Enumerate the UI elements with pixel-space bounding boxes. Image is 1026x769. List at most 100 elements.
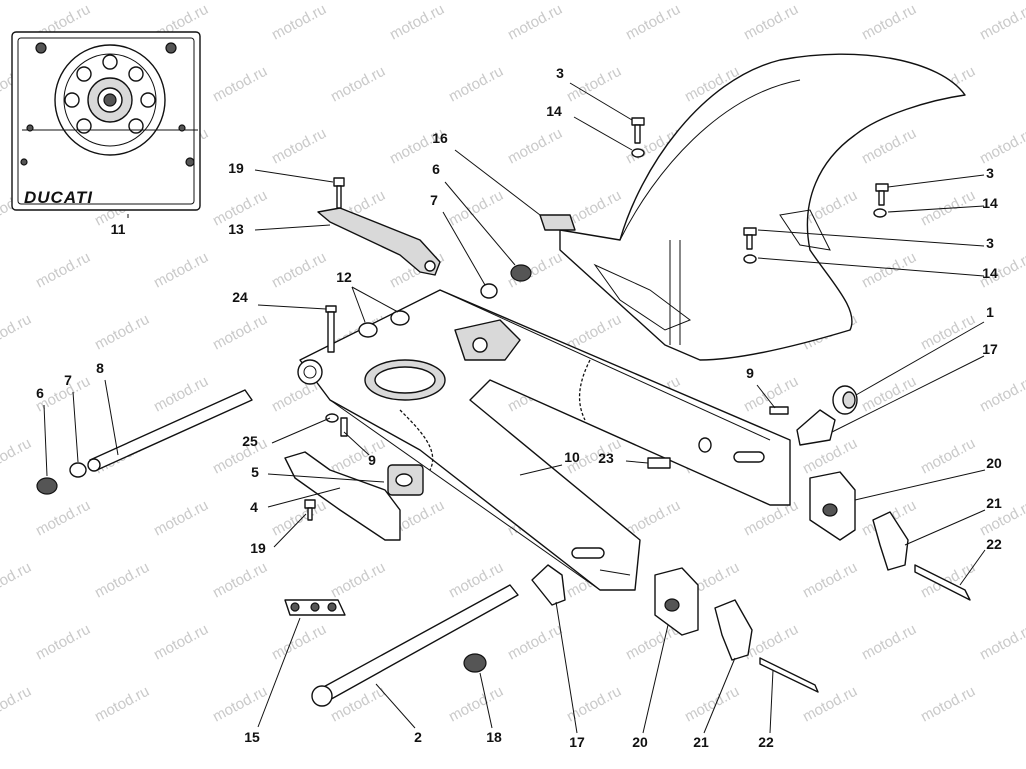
watermark-text: motod.ru <box>800 683 860 726</box>
leader-line-c25 <box>271 417 331 444</box>
hardware-parts <box>36 117 971 707</box>
leader-line-c21a <box>904 509 986 546</box>
watermark-text: motod.ru <box>564 63 624 106</box>
leader-line-c18 <box>479 672 493 729</box>
leader-line-c21b <box>703 657 736 734</box>
leader-line-c4 <box>267 487 341 508</box>
watermark-text: motod.ru <box>0 311 34 354</box>
callout-label-c7b: 7 <box>64 372 72 388</box>
watermark-text: motod.ru <box>564 683 624 726</box>
callout-label-c3a: 3 <box>556 65 564 81</box>
callout-label-c15: 15 <box>244 729 260 745</box>
callout-label-c11: 11 <box>111 221 126 237</box>
callout-label-c14b: 14 <box>982 195 998 211</box>
watermark-text: motod.ru <box>92 311 152 354</box>
callout-label-c5: 5 <box>251 464 259 480</box>
callout-label-c16: 16 <box>432 130 448 146</box>
watermark-text: motod.ru <box>151 249 211 292</box>
callout-label-c17a: 17 <box>982 341 998 357</box>
callout-label-c24: 24 <box>232 289 248 305</box>
watermark-text: motod.ru <box>918 559 978 602</box>
watermark-text: motod.ru <box>918 311 978 354</box>
watermark-text: motod.ru <box>505 125 565 168</box>
leader-line-c19a <box>254 169 334 183</box>
leader-line-c22b <box>769 669 774 734</box>
watermark-text: motod.ru <box>446 683 506 726</box>
leader-line-c7b <box>72 391 79 463</box>
watermark-text: motod.ru <box>859 1 919 44</box>
watermark-text: motod.ru <box>0 435 34 478</box>
leader-line-c3a <box>569 82 633 121</box>
leader-lines <box>43 82 986 734</box>
leader-line-c22a <box>959 549 986 586</box>
swingarm-part <box>297 289 791 591</box>
callout-label-c22b: 22 <box>758 734 774 750</box>
callout-label-c14c: 14 <box>982 265 998 281</box>
callout-label-c7a: 7 <box>430 192 438 208</box>
leader-line-c8 <box>104 379 119 456</box>
watermark-text: motod.ru <box>33 621 93 664</box>
watermark-text: motod.ru <box>33 249 93 292</box>
leader-line-c12 <box>351 286 366 323</box>
leader-line-c14b <box>887 205 985 213</box>
callout-label-c20a: 20 <box>986 455 1002 471</box>
leader-line-c20a <box>854 469 986 501</box>
leader-line-c10 <box>519 464 563 476</box>
watermark-text: motod.ru <box>505 1 565 44</box>
leader-line-c19b <box>273 513 307 548</box>
leader-line-c2 <box>375 683 416 729</box>
callout-label-c2: 2 <box>414 729 422 745</box>
sprocket-icon <box>54 44 166 156</box>
leader-line-c16 <box>454 149 541 216</box>
watermark-text: motod.ru <box>92 559 152 602</box>
callout-label-c3c: 3 <box>986 235 994 251</box>
watermark-text: motod.ru <box>446 63 506 106</box>
leader-line-c12 <box>351 286 399 313</box>
watermark-text: motod.ru <box>269 497 329 540</box>
leader-line-c5 <box>267 473 385 483</box>
leader-line-c14c <box>757 257 985 277</box>
leader-line-c7a <box>442 211 486 286</box>
watermark-text: motod.ru <box>151 497 211 540</box>
watermark-text: motod.ru <box>210 311 270 354</box>
leader-line-c23 <box>625 460 649 464</box>
watermark-text: motod.ru <box>741 1 801 44</box>
watermark-text: motod.ru <box>977 621 1026 664</box>
leader-line-c20b <box>642 624 669 734</box>
watermark-text: motod.ru <box>210 63 270 106</box>
sprocket-cover-inset: DUCATI <box>11 31 201 211</box>
callout-label-c23: 23 <box>598 450 614 466</box>
watermark-text: motod.ru <box>977 125 1026 168</box>
watermark-text: motod.ru <box>682 683 742 726</box>
callout-label-c14a: 14 <box>546 103 562 119</box>
watermark-text: motod.ru <box>328 435 388 478</box>
watermark-text: motod.ru <box>0 683 34 726</box>
callout-label-c1: 1 <box>986 304 994 320</box>
watermark-text: motod.ru <box>210 559 270 602</box>
leader-line-c9a <box>756 384 776 409</box>
leader-line-c1 <box>855 321 985 396</box>
watermark-text: motod.ru <box>859 373 919 416</box>
watermark-text: motod.ru <box>977 1 1026 44</box>
callout-label-c12: 12 <box>336 269 352 285</box>
leader-line-c24 <box>257 304 327 310</box>
leader-line-c3c <box>757 229 985 247</box>
leader-line-c13 <box>254 224 331 231</box>
callout-label-c21a: 21 <box>986 495 1002 511</box>
leader-line-c3b <box>887 174 985 188</box>
callout-label-c18: 18 <box>486 729 502 745</box>
watermark-text: motod.ru <box>977 373 1026 416</box>
callout-label-c6b: 6 <box>36 385 44 401</box>
watermark-text: motod.ru <box>151 621 211 664</box>
callout-label-c19b: 19 <box>250 540 266 556</box>
watermark-text: motod.ru <box>918 683 978 726</box>
watermark-text: motod.ru <box>269 249 329 292</box>
leader-line-c17b <box>555 601 578 734</box>
leader-line-c9b <box>343 431 370 456</box>
callout-label-c25: 25 <box>242 433 258 449</box>
callout-label-c8: 8 <box>96 360 104 376</box>
callout-label-c21b: 21 <box>693 734 709 750</box>
callout-label-c17b: 17 <box>569 734 585 750</box>
